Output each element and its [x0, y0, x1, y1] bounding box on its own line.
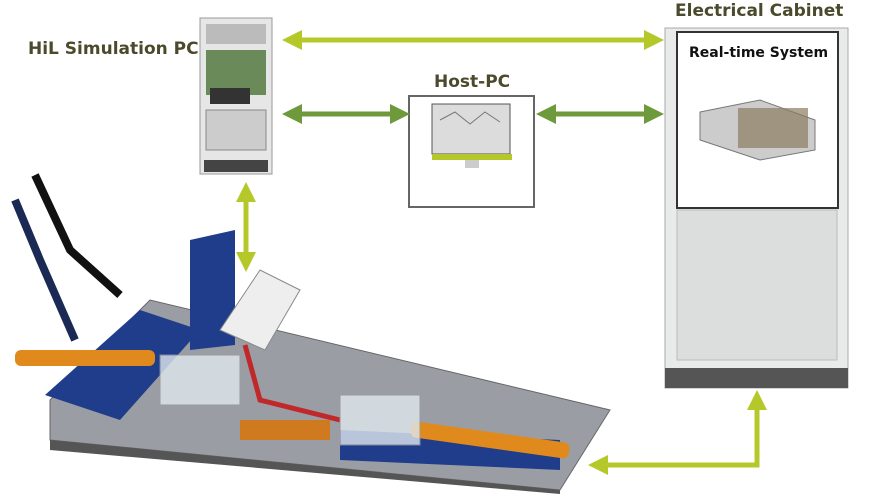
realtime-system-image [699, 99, 816, 161]
realtime-system-label: Real-time System [689, 45, 829, 61]
host-pc-box [408, 95, 535, 208]
electrical-cabinet-label: Electrical Cabinet [675, 1, 844, 21]
electrical-cabinet [664, 27, 849, 389]
arrow-cabinet-bench [588, 390, 767, 475]
hil-pc-rack-image [199, 17, 273, 175]
test-bench-image [11, 173, 611, 494]
host-pc-label: Host-PC [434, 72, 511, 92]
hil-simulation-pc-label: HiL Simulation PC [28, 39, 199, 59]
